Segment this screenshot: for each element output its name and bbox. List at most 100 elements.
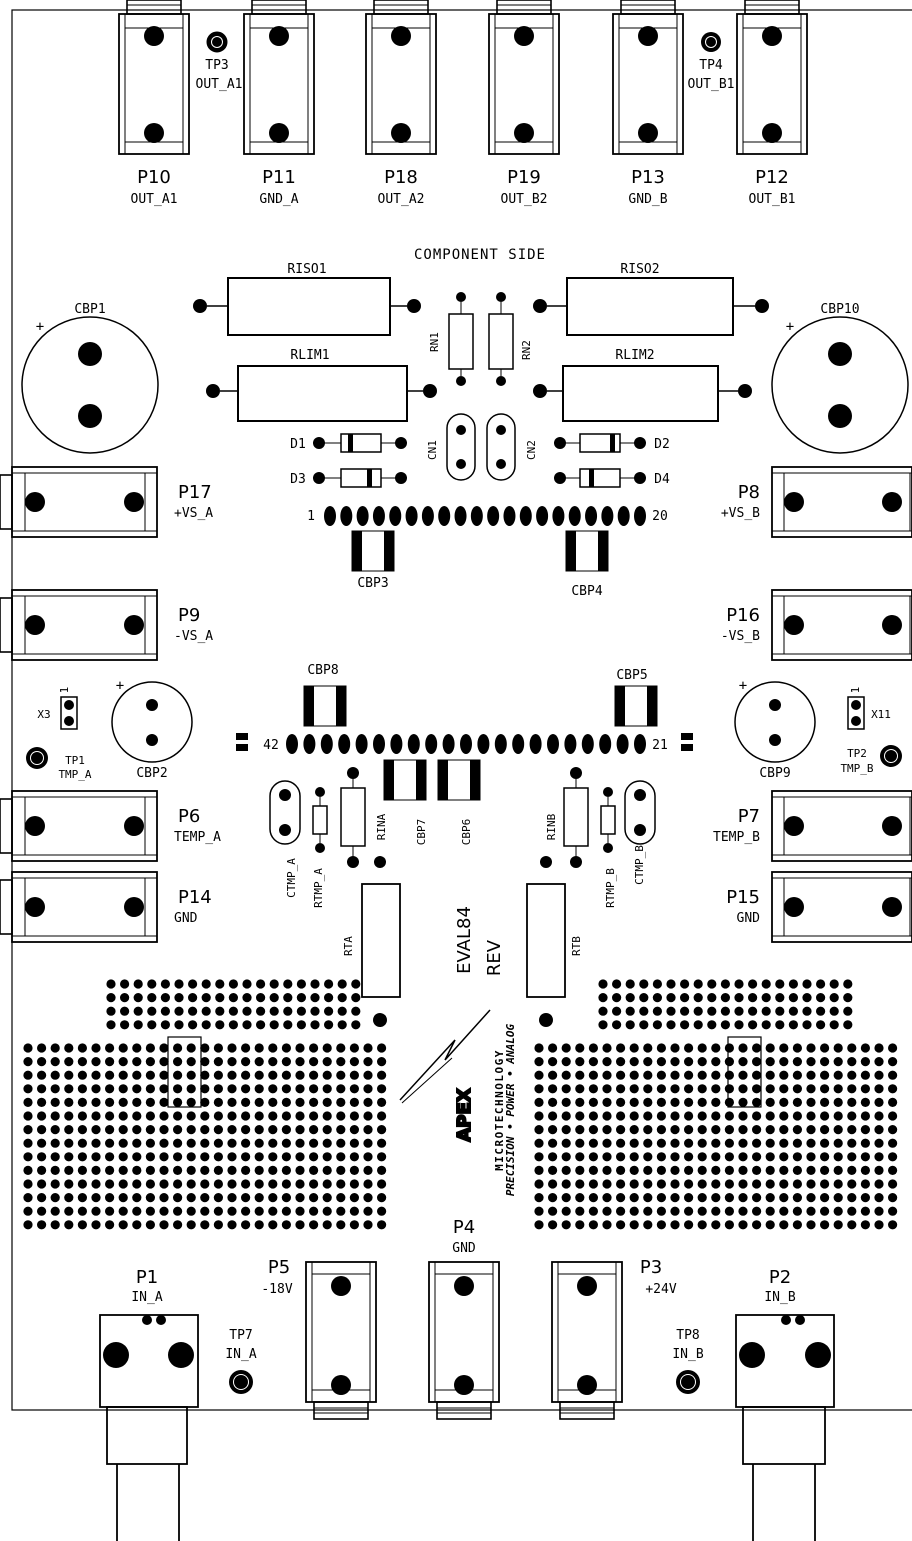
proto-hole [173,1057,183,1067]
ic-pin [568,506,581,526]
svg-text:1: 1 [58,687,71,694]
proto-hole [77,1220,87,1230]
proto-hole [656,1125,667,1135]
proto-hole [37,1220,47,1230]
tp8-net: IN_B [672,1347,703,1362]
proto-hole [561,1138,571,1148]
proto-hole [779,1043,789,1053]
svg-text:CN2: CN2 [525,440,538,460]
proto-hole [50,1206,60,1216]
connector-net: GND_B [628,192,667,207]
proto-hole [874,1125,884,1135]
proto-hole [322,1206,332,1216]
proto-hole [309,1206,319,1216]
proto-hole [37,1043,47,1053]
proto-hole [159,1097,169,1107]
proto-hole [643,1220,653,1230]
proto-hole [670,1043,680,1053]
proto-hole [200,1206,210,1216]
proto-hole [337,1020,347,1030]
proto-hole [254,1125,264,1135]
proto-hole [309,1084,319,1094]
svg-text:IN_A: IN_A [131,1290,162,1305]
proto-hole [118,1125,128,1135]
proto-hole [625,993,635,1003]
proto-hole [50,1057,60,1067]
svg-text:P1: P1 [136,1267,158,1288]
svg-text:CBP9: CBP9 [759,766,790,781]
proto-hole [200,1220,210,1230]
proto-hole [132,1220,142,1230]
proto-hole [684,1165,694,1175]
proto-hole [670,1179,680,1189]
ic-pin [405,506,418,526]
diode-d3: D3 [290,468,407,488]
proto-hole [561,1206,571,1216]
proto-hole [588,1043,599,1053]
proto-hole [23,1125,33,1135]
tp1-ref: TP1 [65,754,85,767]
proto-hole [254,1206,264,1216]
proto-hole [349,1084,359,1094]
proto-hole [860,1111,871,1121]
proto-hole [37,1152,47,1162]
proto-hole [268,1179,278,1189]
proto-hole [806,1165,816,1175]
proto-hole [670,1165,680,1175]
proto-hole [37,1193,47,1203]
proto-hole [310,979,320,989]
svg-text:RLIM2: RLIM2 [615,348,654,363]
proto-hole [173,1125,183,1135]
proto-hole [145,1111,155,1121]
proto-hole [37,1138,47,1148]
proto-hole [215,979,225,989]
proto-hole [213,1152,223,1162]
proto-hole [697,1206,707,1216]
board-name: EVAL84 [454,906,475,974]
proto-hole [575,1206,585,1216]
proto-hole [561,1125,571,1135]
proto-hole [670,1206,680,1216]
proto-hole [548,1097,558,1107]
proto-hole [377,1043,387,1053]
proto-hole [874,1084,884,1094]
proto-hole [336,1179,346,1189]
proto-hole [847,1057,857,1067]
proto-hole [349,1057,359,1067]
proto-hole [105,1165,115,1175]
proto-hole [779,1057,789,1067]
proto-hole [806,1097,816,1107]
ic-pin [634,506,646,526]
proto-hole [23,1043,33,1053]
proto-hole [336,1084,346,1094]
proto-hole [118,1179,128,1189]
proto-hole [105,1220,115,1230]
pin-label-1: 1 [307,509,315,524]
proto-hole [697,1220,707,1230]
proto-hole [188,993,198,1003]
proto-hole [639,979,649,989]
proto-hole [833,1043,843,1053]
proto-hole [548,1043,558,1053]
proto-hole [806,1193,816,1203]
proto-hole [337,993,347,1003]
rtmp-a: RTMP_A [312,787,328,908]
proto-hole [874,1152,884,1162]
proto-hole [145,1179,155,1189]
proto-hole [670,1084,680,1094]
proto-hole [105,1125,115,1135]
proto-hole [806,1220,816,1230]
proto-hole [792,1097,803,1107]
proto-hole [575,1057,585,1067]
proto-hole [91,1220,101,1230]
connector-ref: P15 [726,887,760,908]
proto-hole [775,979,785,989]
proto-hole [309,1165,319,1175]
ic-pin [372,506,385,526]
proto-hole [118,1165,128,1175]
proto-hole [588,1165,599,1175]
ic-pin [390,734,403,754]
connector-ref: P19 [507,167,541,188]
proto-hole [670,1057,680,1067]
proto-hole [765,1043,775,1053]
